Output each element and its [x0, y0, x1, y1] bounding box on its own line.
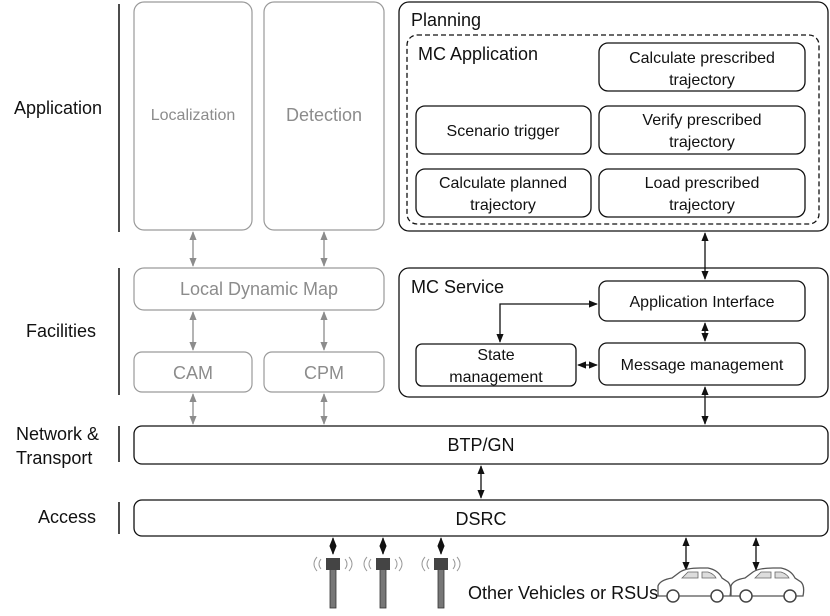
detection-label: Detection	[286, 105, 362, 125]
calc-planned-box	[415, 168, 592, 218]
layer-label-network-1: Network &	[16, 424, 99, 444]
antenna-icon	[421, 537, 461, 609]
load-prescribed-box	[598, 168, 806, 218]
scenario-trigger-box	[415, 105, 592, 155]
car-icon	[730, 537, 805, 603]
message-management-label: Message management	[621, 357, 784, 374]
layer-label-facilities: Facilities	[26, 321, 96, 341]
state-management-label-1: State	[477, 347, 514, 364]
dsrc-label: DSRC	[455, 509, 506, 529]
verify-prescribed-label-2: trajectory	[669, 134, 735, 151]
planning-title: Planning	[411, 10, 481, 30]
layer-label-application: Application	[14, 98, 102, 118]
calc-prescribed-box	[598, 42, 806, 92]
load-prescribed-label-2: trajectory	[669, 197, 735, 214]
calc-prescribed-label-2: trajectory	[669, 72, 735, 89]
cpm-box	[263, 351, 385, 393]
localization-box	[133, 1, 253, 231]
calc-planned-label-2: trajectory	[470, 197, 536, 214]
btp-gn-box	[133, 425, 829, 465]
load-prescribed-label-1: Load prescribed	[645, 175, 760, 192]
ldm-box	[133, 267, 385, 311]
layer-label-access: Access	[38, 507, 96, 527]
verify-prescribed-box	[598, 105, 806, 155]
state-management-box	[415, 343, 577, 387]
calc-prescribed-label-1: Calculate prescribed	[629, 50, 775, 67]
calc-planned-label-1: Calculate planned	[439, 175, 567, 192]
dsrc-box	[133, 499, 829, 537]
cam-box	[133, 351, 253, 393]
cam-label: CAM	[173, 363, 213, 383]
other-vehicles-label: Other Vehicles or RSUs	[468, 583, 658, 603]
localization-label: Localization	[151, 107, 236, 124]
scenario-trigger-label: Scenario trigger	[447, 123, 561, 140]
ldm-label: Local Dynamic Map	[180, 279, 338, 299]
message-management-box	[598, 342, 806, 386]
cpm-label: CPM	[304, 363, 344, 383]
btp-gn-label: BTP/GN	[447, 435, 514, 455]
mc-application-box	[406, 34, 820, 225]
antenna-icon	[363, 537, 403, 609]
car-icon	[657, 537, 732, 603]
detection-box	[263, 1, 385, 231]
mc-service-title: MC Service	[411, 277, 504, 297]
verify-prescribed-label-1: Verify prescribed	[642, 112, 761, 129]
app-interface-label: Application Interface	[630, 294, 775, 311]
layer-label-network-2: Transport	[16, 448, 92, 468]
arrow-state-interface	[496, 300, 598, 343]
state-management-label-2: management	[449, 369, 543, 386]
mc-application-title: MC Application	[418, 44, 538, 64]
antenna-icon	[313, 537, 353, 609]
app-interface-box	[598, 280, 806, 322]
